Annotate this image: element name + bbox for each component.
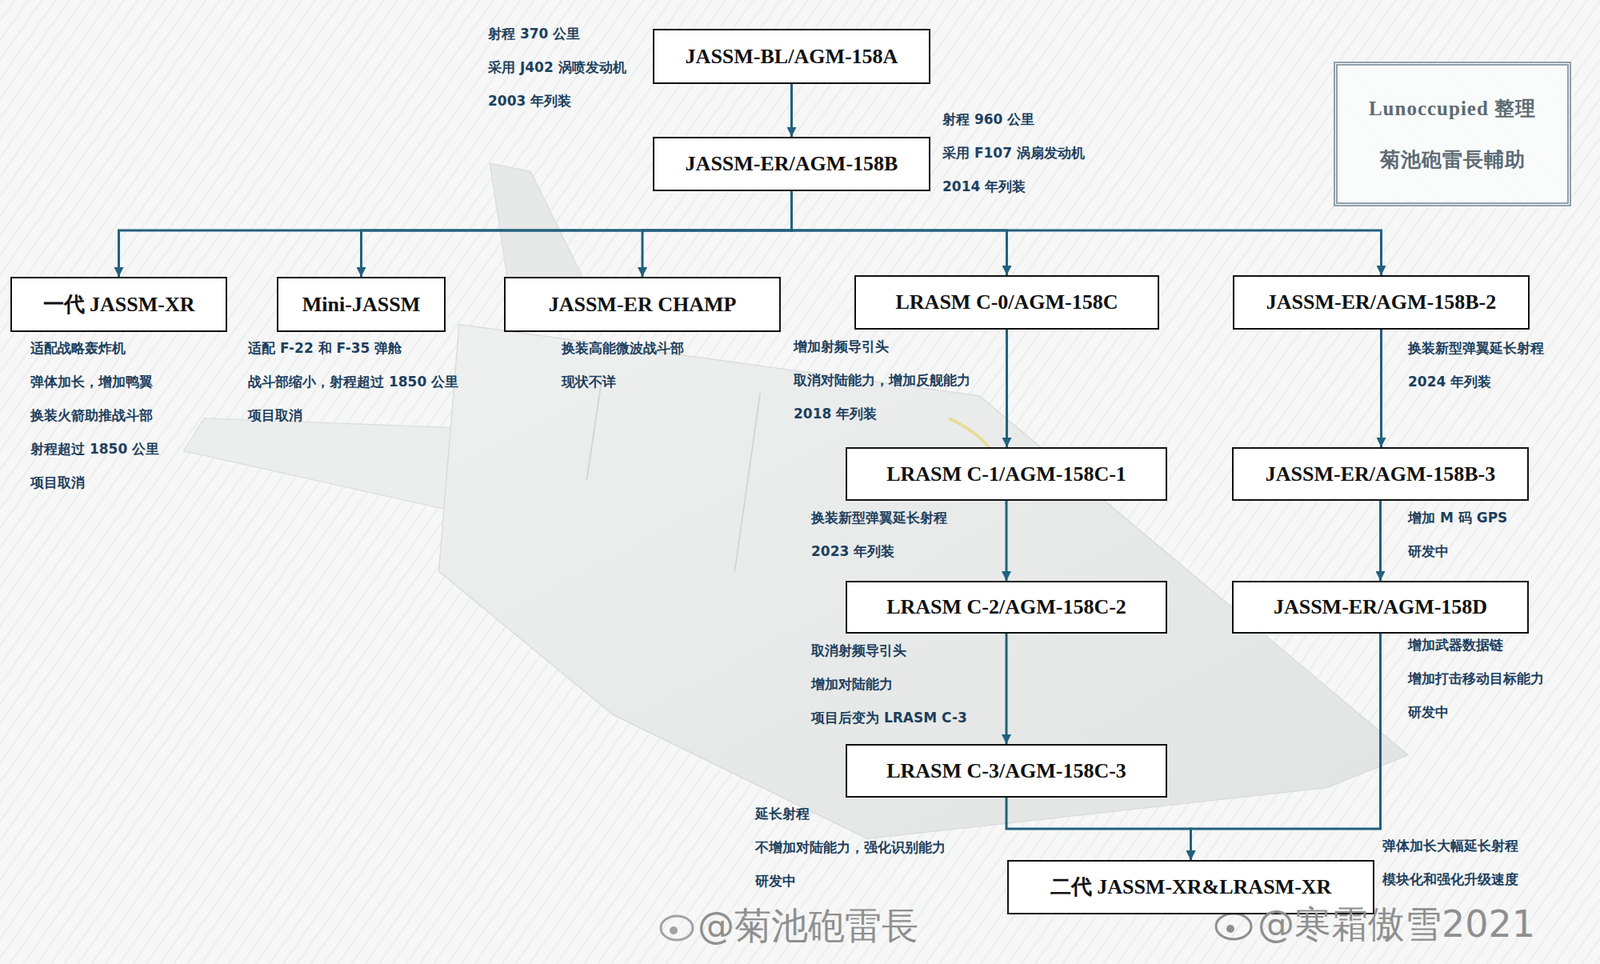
- version-box: LRASM C-0/AGM-158C: [854, 275, 1160, 330]
- annotation-note: 项目取消: [30, 474, 85, 491]
- annotation-note: 增加对陆能力: [811, 676, 893, 692]
- box-label: LRASM C-0/AGM-158C: [895, 289, 1118, 315]
- version-box: 一代 JASSM-XR: [10, 276, 228, 332]
- connector-arrow: [790, 84, 793, 137]
- connector-arrow: [1005, 329, 1008, 448]
- annotation-note: 弹体加长，增加鸭翼: [30, 373, 153, 390]
- connector-arrow: [119, 191, 792, 277]
- version-box: JASSM-ER/AGM-158D: [1232, 580, 1529, 634]
- annotation-note: 研发中: [1408, 704, 1449, 720]
- annotation-note: 采用 J402 涡喷发动机: [488, 59, 627, 76]
- annotation-note: 2024 年列装: [1408, 373, 1492, 390]
- annotation-note: 增加打击移动目标能力: [1408, 670, 1544, 687]
- annotation-note: 增加武器数据链: [1408, 636, 1504, 653]
- connector-arrow: [1191, 633, 1381, 860]
- box-label: Mini-JASSM: [302, 292, 420, 317]
- watermark: @菊池砲雷長: [697, 905, 919, 947]
- version-box: JASSM-ER CHAMP: [504, 276, 781, 332]
- panel-line: [734, 392, 760, 572]
- annotation-note: 不增加对陆能力，强化识别能力: [755, 839, 946, 856]
- annotation-note: 2014 年列装: [942, 178, 1026, 195]
- weibo-logo: [1216, 913, 1252, 940]
- annotation-note: 增加射频导引头: [793, 338, 889, 355]
- weibo-logo: [1226, 924, 1235, 933]
- box-label: JASSM-ER/AGM-158B: [685, 151, 899, 176]
- watermark: @寒霜傲雪2021: [1257, 904, 1536, 945]
- credit-stamp: Lunoccupied 整理菊池砲雷長輔助: [1333, 61, 1572, 207]
- annotation-note: 延长射程: [755, 805, 810, 822]
- annotation-note: 2018 年列装: [793, 405, 877, 422]
- connector-arrow: [1006, 797, 1192, 860]
- box-label: JASSM-ER/AGM-158B-3: [1265, 461, 1496, 487]
- annotation-note: 射程 960 公里: [942, 111, 1035, 128]
- annotation-note: 模块化和强化升级速度: [1382, 871, 1519, 888]
- connector-arrow: [792, 191, 1382, 276]
- connector-arrow: [1005, 633, 1008, 744]
- box-label: JASSM-ER/AGM-158D: [1273, 594, 1488, 620]
- connector-arrow: [1379, 500, 1382, 581]
- version-box: JASSM-BL/AGM-158A: [652, 28, 931, 84]
- weibo-logo: [1216, 913, 1252, 940]
- annotation-note: 取消射频导引头: [811, 642, 907, 659]
- annotation-note: 射程 370 公里: [488, 25, 580, 42]
- box-label: LRASM C-2/AGM-158C-2: [886, 594, 1127, 620]
- weibo-logo: [660, 916, 693, 940]
- box-label: 二代 JASSM-XR&LRASM-XR: [1050, 874, 1332, 900]
- version-box: JASSM-ER/AGM-158B-2: [1232, 275, 1530, 330]
- box-label: JASSM-BL/AGM-158A: [685, 44, 899, 69]
- annotation-note: 现状不详: [561, 373, 616, 390]
- weibo-logo: [660, 916, 693, 940]
- box-label: LRASM C-1/AGM-158C-1: [886, 461, 1127, 487]
- box-label: LRASM C-3/AGM-158C-3: [886, 758, 1127, 784]
- annotation-note: 增加 M 码 GPS: [1408, 509, 1508, 526]
- box-label: JASSM-ER/AGM-158B-2: [1266, 289, 1496, 315]
- annotation-note: 取消对陆能力，增加反舰能力: [793, 372, 971, 388]
- connector-arrow: [792, 191, 1008, 276]
- annotation-note: 换装新型弹翼延长射程: [811, 509, 948, 526]
- box-label: 一代 JASSM-XR: [43, 292, 196, 317]
- connector-arrow: [642, 191, 792, 277]
- version-box: JASSM-ER/AGM-158B: [652, 136, 931, 192]
- annotation-note: 项目后变为 LRASM C-3: [811, 709, 968, 726]
- weibo-logo: [669, 926, 678, 935]
- connector-arrow: [1005, 500, 1008, 581]
- annotation-note: 换装高能微波战斗部: [561, 340, 684, 356]
- version-box: JASSM-ER/AGM-158B-3: [1232, 447, 1529, 501]
- version-box: LRASM C-1/AGM-158C-1: [845, 447, 1168, 501]
- annotation-note: 弹体加长大幅延长射程: [1382, 837, 1519, 854]
- version-box: LRASM C-3/AGM-158C-3: [845, 744, 1168, 798]
- box-label: JASSM-ER CHAMP: [548, 292, 737, 317]
- annotation-note: 2023 年列装: [811, 543, 895, 560]
- stamp-text: 菊池砲雷長輔助: [1380, 148, 1526, 172]
- connector-arrow: [361, 191, 792, 277]
- annotation-note: 研发中: [755, 872, 796, 889]
- version-box: Mini-JASSM: [276, 276, 446, 332]
- annotation-note: 研发中: [1408, 543, 1449, 560]
- panel-line: [586, 377, 602, 480]
- annotation-note: 适配战略轰炸机: [30, 340, 126, 356]
- connector-arrow: [1380, 329, 1383, 448]
- annotation-note: 采用 F107 涡扇发动机: [942, 144, 1085, 161]
- annotation-note: 换装火箭助推战斗部: [30, 407, 153, 424]
- annotation-note: 适配 F-22 和 F-35 弹舱: [248, 340, 402, 356]
- annotation-note: 2003 年列装: [488, 92, 572, 109]
- annotation-note: 战斗部缩小，射程超过 1850 公里: [248, 373, 459, 390]
- version-box: LRASM C-2/AGM-158C-2: [845, 580, 1168, 634]
- annotation-note: 项目取消: [248, 407, 303, 424]
- stamp-text: Lunoccupied 整理: [1368, 96, 1536, 121]
- annotation-note: 射程超过 1850 公里: [30, 440, 160, 457]
- annotation-note: 换装新型弹翼延长射程: [1408, 340, 1544, 356]
